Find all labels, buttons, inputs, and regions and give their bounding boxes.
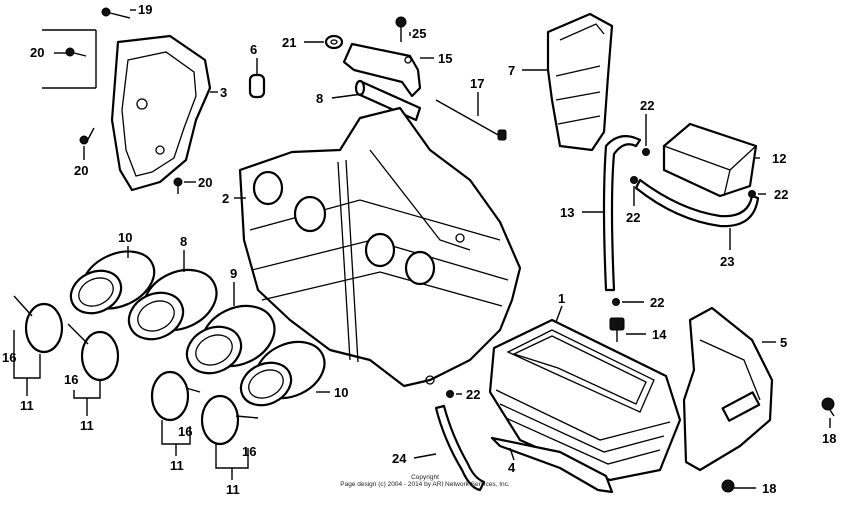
callout-21: 21 bbox=[282, 35, 296, 50]
callout-15: 15 bbox=[438, 51, 452, 66]
part-16-band-1 bbox=[13, 295, 64, 354]
callout-22: 22 bbox=[774, 187, 788, 202]
copyright-notice: Copyright Page design (c) 2004 - 2014 by… bbox=[300, 474, 550, 488]
part-25-bolt bbox=[395, 16, 407, 42]
callout-20: 20 bbox=[30, 45, 44, 60]
callout-16: 16 bbox=[2, 350, 16, 365]
callout-20: 20 bbox=[74, 163, 88, 178]
part-5-cover bbox=[682, 306, 774, 472]
part-22-clip-e bbox=[446, 390, 454, 398]
part-16-band-4 bbox=[200, 394, 259, 446]
copyright-line-1: Copyright bbox=[411, 474, 439, 481]
part-9-joint bbox=[185, 304, 276, 375]
callout-23: 23 bbox=[720, 254, 734, 269]
callout-24: 24 bbox=[392, 451, 407, 466]
part-18-bolt-right bbox=[821, 397, 835, 417]
part-20-bolt-top bbox=[65, 47, 87, 57]
part-8-tube bbox=[354, 79, 422, 122]
part-16-band-3 bbox=[150, 370, 201, 422]
callout-11: 11 bbox=[226, 482, 240, 497]
callout-12: 12 bbox=[772, 151, 786, 166]
callout-16: 16 bbox=[64, 372, 78, 387]
callout-22: 22 bbox=[640, 98, 654, 113]
part-6-collar bbox=[248, 73, 266, 99]
callout-3: 3 bbox=[220, 85, 227, 100]
callout-13: 13 bbox=[560, 205, 574, 220]
part-12-chamber bbox=[662, 122, 758, 198]
callout-11: 11 bbox=[170, 458, 184, 473]
callout-10: 10 bbox=[334, 385, 348, 400]
part-13-hose bbox=[602, 135, 642, 292]
callout-19: 19 bbox=[138, 2, 152, 17]
callout-1: 1 bbox=[558, 291, 565, 306]
callout-8: 8 bbox=[180, 234, 187, 249]
part-22-clip-c bbox=[748, 190, 756, 198]
callout-11: 11 bbox=[80, 418, 94, 433]
leader-lines bbox=[13, 9, 831, 489]
callout-labels: 19 20 3 20 20 6 21 25 15 8 17 7 2 22 12 … bbox=[2, 2, 836, 497]
part-14-bolt bbox=[609, 317, 625, 342]
part-22-clip-a bbox=[642, 148, 650, 156]
callout-16: 16 bbox=[178, 424, 192, 439]
part-7-intake-duct bbox=[546, 12, 614, 152]
callout-6: 6 bbox=[250, 42, 257, 57]
part-17-long-bolt bbox=[435, 99, 507, 141]
part-19-screw bbox=[101, 7, 131, 19]
part-2-air-cleaner-case bbox=[238, 106, 522, 388]
callout-7: 7 bbox=[508, 63, 515, 78]
callout-11: 11 bbox=[20, 398, 34, 413]
callout-20: 20 bbox=[198, 175, 212, 190]
part-22-clip-b bbox=[630, 176, 638, 184]
callout-9: 9 bbox=[230, 266, 237, 281]
part-18-bolt-bottom bbox=[721, 479, 735, 493]
callout-4: 4 bbox=[508, 460, 516, 475]
part-10-joint-right bbox=[239, 340, 326, 407]
callout-16: 16 bbox=[242, 444, 256, 459]
callout-22: 22 bbox=[466, 387, 480, 402]
part-22-clip-d bbox=[612, 298, 620, 306]
part-23-hose bbox=[634, 178, 760, 228]
callout-10: 10 bbox=[118, 230, 132, 245]
callout-8: 8 bbox=[316, 91, 323, 106]
part-20-bolt-lower bbox=[173, 177, 183, 194]
part-3-side-cover bbox=[110, 34, 212, 192]
part-15-bracket bbox=[342, 42, 422, 98]
callout-18: 18 bbox=[762, 481, 776, 496]
part-8-joint bbox=[127, 268, 218, 341]
part-21-grommet bbox=[324, 34, 344, 50]
part-20-bolt-left bbox=[79, 127, 95, 145]
callout-22: 22 bbox=[650, 295, 664, 310]
callout-2: 2 bbox=[222, 191, 229, 206]
copyright-line-2: Page design (c) 2004 - 2014 by ARI Netwo… bbox=[340, 481, 510, 488]
part-24-hose bbox=[434, 404, 486, 492]
callout-5: 5 bbox=[780, 335, 787, 350]
part-1-filter-element bbox=[488, 318, 682, 482]
callout-18: 18 bbox=[822, 431, 836, 446]
callout-14: 14 bbox=[652, 327, 667, 342]
callout-22: 22 bbox=[626, 210, 640, 225]
callout-25: 25 bbox=[412, 26, 426, 41]
callout-17: 17 bbox=[470, 76, 484, 91]
part-10-joint-left bbox=[69, 250, 156, 315]
